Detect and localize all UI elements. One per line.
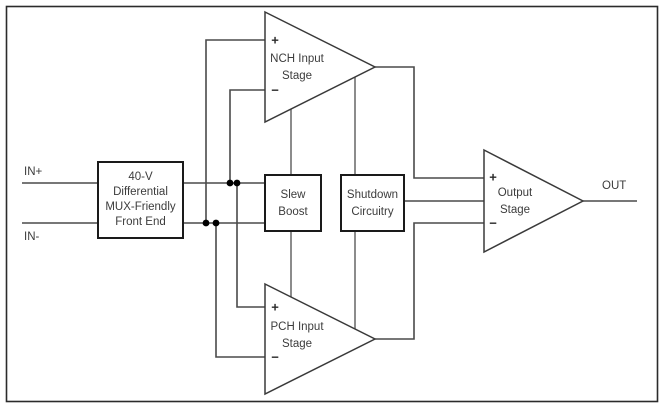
amplifier-output-stage: + − Output Stage [483, 148, 585, 254]
front-end-line-1: 40-V [128, 171, 153, 183]
block-shutdown-circuitry: Shutdown Circuitry [340, 174, 405, 232]
amplifier-pch-input-stage: + − PCH Input Stage [264, 282, 377, 396]
wire-pch-out-to-output-minus [375, 222, 484, 340]
slew-boost-line-2: Boost [278, 206, 308, 218]
nch-plus-sign: + [271, 32, 279, 47]
pch-input-stage-line-1: PCH Input [270, 321, 324, 333]
label-out: OUT [602, 180, 626, 192]
output-stage-minus-sign: − [489, 215, 497, 230]
output-stage-triangle [483, 148, 585, 254]
junction-dot-bottom-left [202, 219, 210, 227]
front-end-line-2: Differential [113, 186, 168, 198]
nch-input-stage-triangle [264, 10, 377, 124]
shutdown-circuitry-box [340, 174, 405, 232]
pch-input-stage-triangle [264, 282, 377, 396]
front-end-line-4: Front End [115, 216, 166, 228]
figure-border [5, 5, 659, 403]
output-stage-line-1: Output [498, 187, 533, 199]
pch-plus-sign: + [271, 299, 279, 314]
shutdown-circuitry-line-1: Shutdown [347, 189, 398, 201]
shutdown-circuitry-line-2: Circuitry [351, 206, 393, 218]
pch-input-stage-line-2: Stage [282, 338, 312, 350]
slew-boost-box [264, 174, 322, 232]
label-in-negative: IN- [24, 231, 40, 243]
junction-dot-top-left [226, 179, 234, 187]
front-end-box [97, 161, 184, 239]
block-slew-boost: Slew Boost [264, 174, 322, 232]
pch-minus-sign: − [271, 349, 279, 364]
amplifier-nch-input-stage: + − NCH Input Stage [264, 10, 377, 124]
label-in-positive: IN+ [24, 166, 43, 178]
nch-minus-sign: − [271, 82, 279, 97]
wire-nch-out-to-output-plus [375, 66, 484, 179]
wire-node-bottom-to-pch-minus [215, 223, 265, 358]
wire-node-top-to-nch-minus [229, 89, 265, 183]
wire-node-top-to-pch-plus [236, 183, 265, 308]
output-stage-plus-sign: + [489, 169, 497, 184]
nch-input-stage-line-1: NCH Input [270, 53, 324, 65]
wire-node-bottom-to-nch-plus [205, 39, 265, 223]
nch-input-stage-line-2: Stage [282, 70, 312, 82]
junction-dot-bottom-right [212, 219, 220, 227]
block-front-end: 40-V Differential MUX-Friendly Front End [97, 161, 184, 239]
junction-dot-top-right [233, 179, 241, 187]
front-end-line-3: MUX-Friendly [105, 201, 176, 213]
junction-dot-group [202, 179, 241, 227]
output-stage-line-2: Stage [500, 204, 530, 216]
slew-boost-line-1: Slew [281, 189, 307, 201]
